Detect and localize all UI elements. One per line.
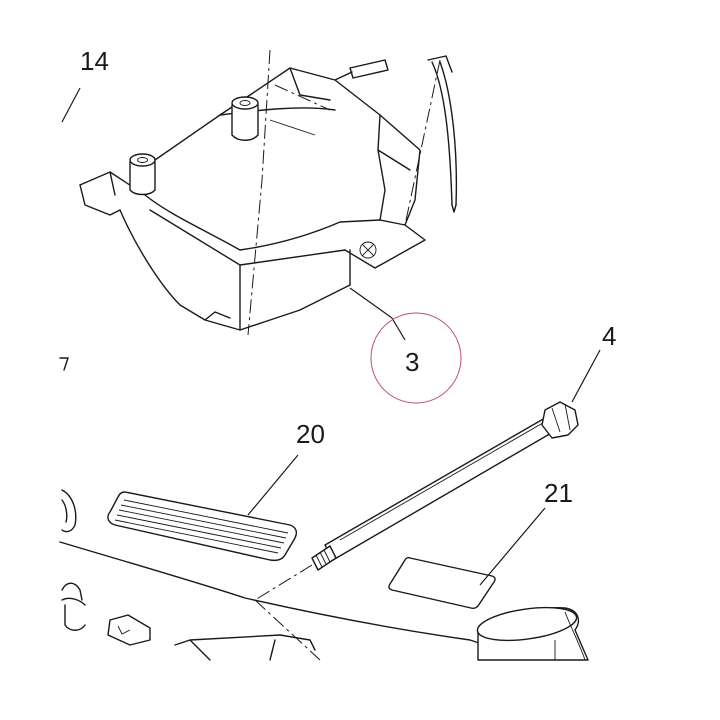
leader-3 [349,287,406,341]
label-4: 4 [602,321,616,351]
part-3-tray[interactable] [79,49,441,336]
label-3: 3 [405,347,419,377]
edge-mark [59,357,69,371]
highlight-circle [370,312,462,404]
part-20-pad[interactable] [107,491,298,562]
callout-4[interactable]: 4 [571,321,616,403]
leader-21 [479,507,546,586]
leader-20 [247,454,299,516]
part-4-bolt[interactable] [254,401,579,601]
part-21-plate[interactable] [388,556,496,610]
label-14: 14 [80,46,109,76]
label-20: 20 [296,419,325,449]
base-body [59,489,589,661]
leader-14 [61,87,81,123]
strap [427,55,458,213]
label-21: 21 [544,478,573,508]
callout-3[interactable]: 3 [349,287,462,404]
callout-20[interactable]: 20 [247,419,325,516]
rod-connector [334,59,389,81]
callout-14[interactable]: 14 [61,46,109,123]
callout-21[interactable]: 21 [479,478,573,586]
leader-4 [571,349,601,403]
